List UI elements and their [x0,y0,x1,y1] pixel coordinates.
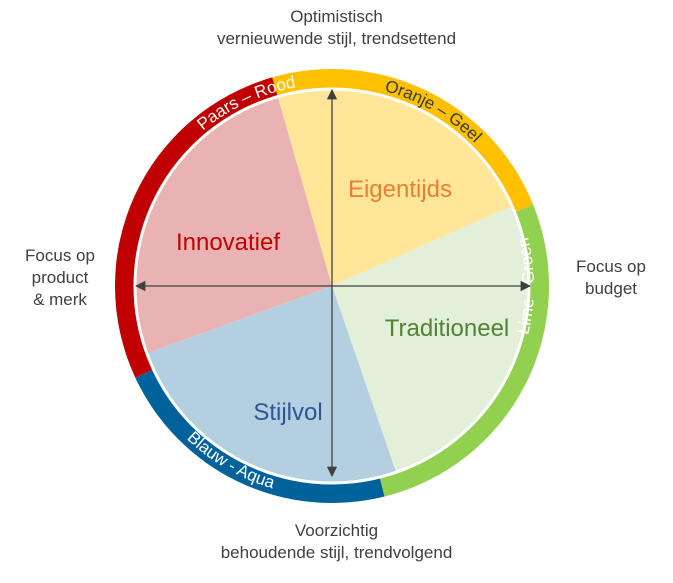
ring-oranje-geel [272,69,534,213]
axis-label-top-line2: vernieuwende stijl, trendsettend [216,29,457,48]
axis-label-top: Optimistisch vernieuwende stijl, trendse… [0,6,673,50]
axis-label-right-line1: Focus op [576,257,646,276]
axis-label-left-line3: & merk [33,290,87,309]
segment-label-stijlvol: Stijlvol [253,399,322,426]
ring-paars-rood [115,77,278,378]
segment-traditioneel [332,205,530,474]
segment-label-eigentijds: Eigentijds [348,176,452,203]
axis-label-left: Focus op product & merk [6,245,114,311]
axis-label-right: Focus op budget [556,256,666,300]
segment-labels: Eigentijds Traditioneel Stijlvol Innovat… [176,176,509,426]
axis-label-top-line1: Optimistisch [290,7,383,26]
axes-arrows [134,88,532,478]
ring-lime-groen [379,204,549,497]
axis-label-left-line1: Focus op [25,246,95,265]
segment-label-innovatief: Innovatief [176,229,280,256]
axis-label-bottom: Voorzichtig behoudende stijl, trendvolge… [0,520,673,564]
axis-label-right-line2: budget [585,279,637,298]
axis-label-left-line2: product [31,268,89,287]
axis-label-bottom-line2: behoudende stijl, trendvolgend [220,543,453,562]
segment-label-traditioneel: Traditioneel [385,315,510,342]
axis-label-bottom-line1: Voorzichtig [294,521,379,540]
